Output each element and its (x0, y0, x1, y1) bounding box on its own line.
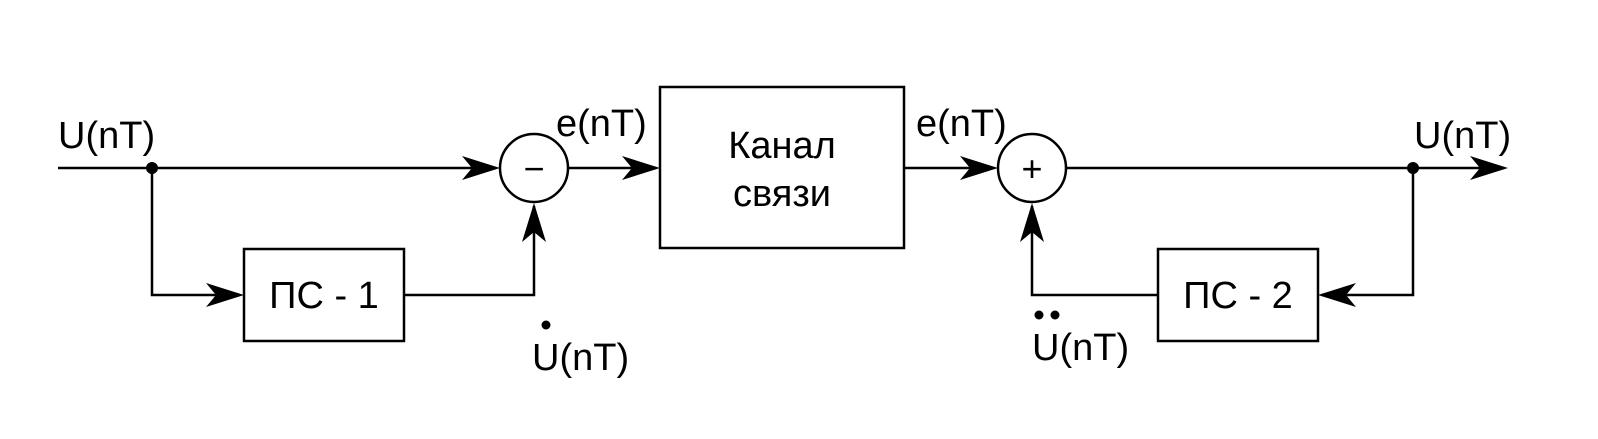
channel-label-line1: Канал (728, 125, 836, 167)
subtract-sign: − (523, 148, 544, 189)
predictor2-label: ПС - 2 (1183, 275, 1293, 317)
pred1-dot-accent (541, 320, 551, 330)
arrow-into-channel (622, 156, 660, 180)
pred2-dot-accent-1 (1034, 310, 1044, 320)
arrow-into-predictor2 (1318, 283, 1356, 307)
arrow-into-subtractor-bottom (522, 203, 546, 242)
predictor1-block (242, 247, 406, 343)
predictor1-output-wire (404, 206, 536, 297)
pred2-dot-accent-2 (1050, 310, 1060, 320)
error-rx-label: e(nT) (916, 103, 1007, 145)
predictor2-block (1156, 247, 1320, 343)
arrow-into-adder (960, 156, 998, 180)
pred1-output-label: U(nT) (532, 337, 629, 379)
input-signal-label: U(nT) (58, 115, 155, 157)
arrow-into-subtractor (462, 156, 500, 180)
arrow-output (1470, 156, 1508, 180)
add-sign: + (1021, 148, 1042, 189)
arrow-into-adder-bottom (1020, 203, 1044, 242)
branch-to-predictor1-wire (150, 168, 240, 297)
arrow-into-predictor1 (206, 283, 244, 307)
error-tx-label: e(nT) (556, 103, 647, 145)
pred2-output-label: U(nT) (1032, 327, 1129, 369)
output-signal-label: U(nT) (1414, 115, 1511, 157)
feedback-to-predictor2-wire (1322, 168, 1415, 297)
predictor2-output-wire (1030, 206, 1158, 297)
channel-label-line2: связи (733, 173, 831, 215)
channel-block (658, 85, 906, 250)
predictor1-label: ПС - 1 (269, 275, 379, 317)
